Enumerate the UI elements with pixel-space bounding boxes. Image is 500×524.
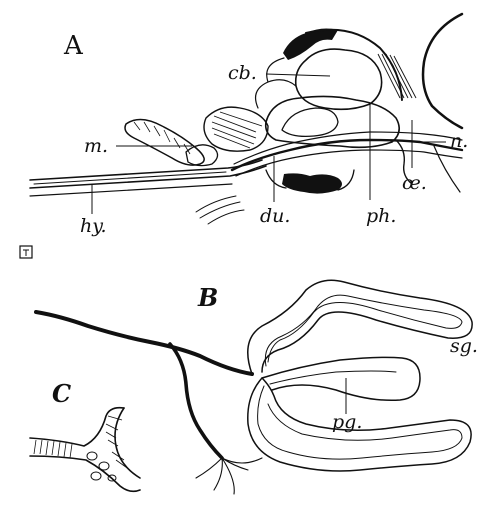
printer-mark-icon [19, 245, 33, 259]
dark-cap-bottom [282, 173, 342, 194]
label-cb: cb. [228, 62, 257, 84]
main-duct-b [34, 310, 254, 460]
cells [86, 451, 117, 482]
salivary-gland-outer [247, 279, 473, 472]
muscle-hatching-upper [377, 53, 417, 99]
hypopharynx [29, 159, 267, 197]
label-hy: hy. [80, 215, 107, 237]
label-du: du. [260, 205, 290, 227]
label-sg: sg. [450, 335, 478, 357]
label-oe: œ. [402, 172, 427, 194]
junction-hatching [33, 415, 131, 471]
panel-a: A [19, 12, 468, 259]
muscle-hatching-left [203, 106, 269, 152]
dark-cap-top [283, 28, 338, 60]
label-ph: ph. [366, 205, 396, 227]
cerebral-ganglion [294, 48, 383, 111]
panel-c: C [29, 379, 141, 493]
panel-label-b: B [197, 283, 218, 312]
outer-arc [421, 12, 464, 130]
mandible [124, 118, 205, 166]
pouch-gland [261, 356, 421, 402]
label-m: m. [84, 135, 108, 157]
panel-label-c: C [52, 379, 71, 408]
panel-label-a: A [63, 31, 84, 61]
label-pg: pg. [332, 411, 362, 433]
main-duct [230, 131, 464, 177]
panel-b: B sg. pg. [34, 279, 478, 495]
label-n: n. [450, 130, 468, 152]
